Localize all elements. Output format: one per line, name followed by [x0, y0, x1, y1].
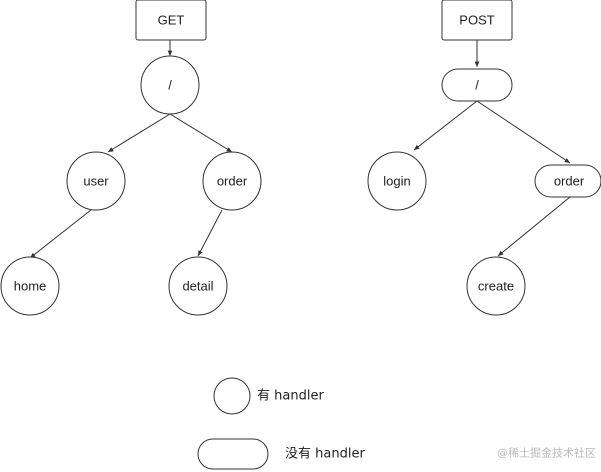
post-login-node: login	[367, 151, 427, 211]
post-order-label: order	[554, 174, 585, 189]
post-create-label: create	[478, 279, 514, 294]
post-root-label: /	[475, 78, 479, 93]
legend-pill-icon	[197, 438, 269, 470]
legend: 有 handler 没有 handler	[197, 377, 365, 470]
legend-no-handler: 没有 handler	[197, 438, 365, 470]
legend-has-handler: 有 handler	[213, 377, 324, 415]
get-user-label: user	[83, 174, 109, 189]
edge-order-to-detail	[197, 209, 223, 257]
post-method-box: POST	[441, 0, 513, 41]
edge-user-to-home	[29, 205, 97, 259]
post-method-label: POST	[459, 13, 494, 28]
get-order-label: order	[217, 174, 248, 189]
get-detail-node: detail	[168, 256, 228, 316]
post-root-node: /	[441, 68, 513, 102]
edge-order-to-create	[497, 196, 571, 257]
get-root-node: /	[140, 55, 200, 115]
post-login-label: login	[383, 174, 410, 189]
get-order-node: order	[202, 151, 262, 211]
edge-root-to-login	[413, 100, 478, 151]
edge-root-to-order	[169, 113, 233, 153]
get-home-node: home	[0, 256, 60, 316]
legend-circle-icon	[213, 377, 251, 415]
edge-root-to-order-post	[476, 100, 571, 164]
post-order-node: order	[534, 164, 601, 198]
legend-has-handler-label: 有 handler	[257, 389, 324, 404]
get-method-label: GET	[158, 13, 185, 28]
legend-no-handler-label: 没有 handler	[285, 447, 365, 462]
post-create-node: create	[466, 256, 526, 316]
get-home-label: home	[14, 279, 47, 294]
edge-root-to-user	[107, 113, 171, 153]
get-user-node: user	[66, 151, 126, 211]
watermark: @稀土掘金技术社区	[497, 446, 596, 460]
get-detail-label: detail	[182, 279, 213, 294]
get-method-box: GET	[135, 0, 207, 41]
get-root-label: /	[168, 78, 172, 93]
